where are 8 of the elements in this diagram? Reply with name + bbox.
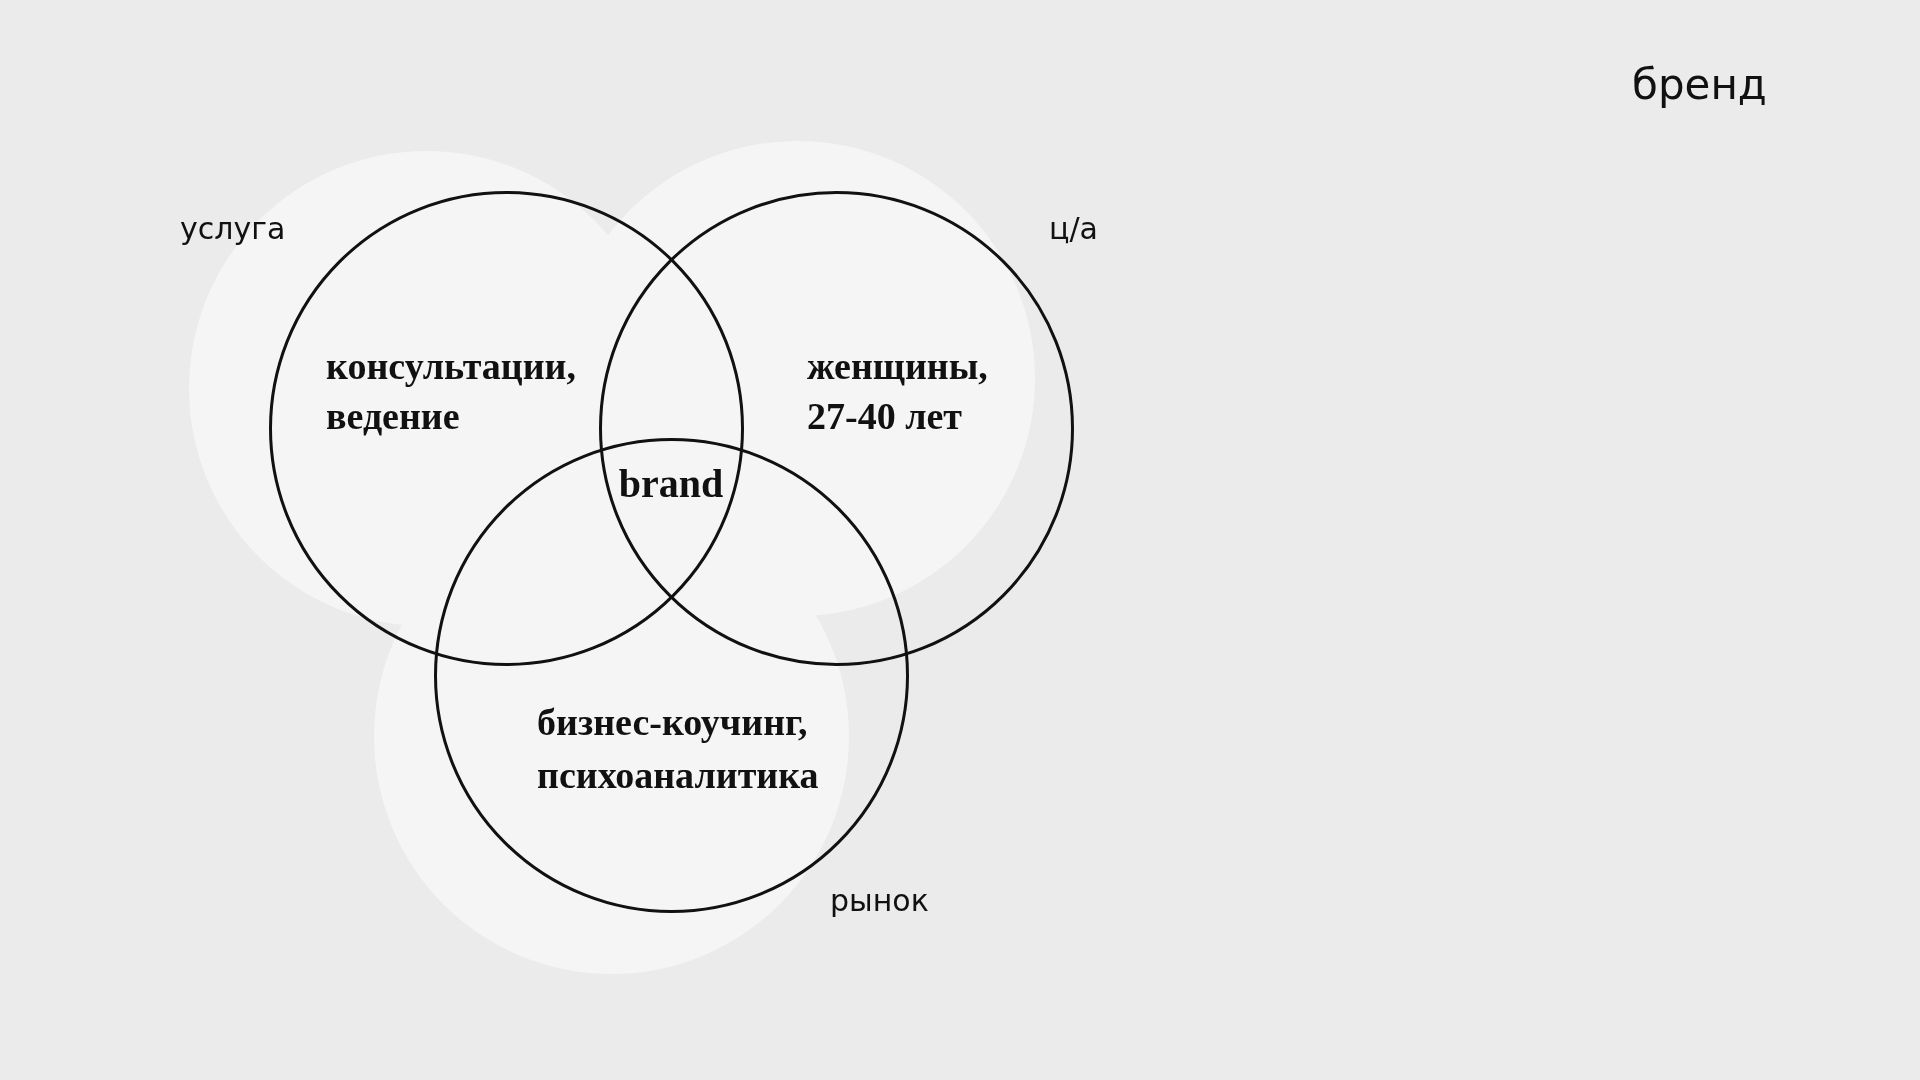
set-name: рынок [830, 886, 929, 916]
set-name: ц/а [1049, 214, 1098, 244]
center-label: brand [618, 464, 724, 504]
circle-text: женщины, 27-40 лет [807, 344, 989, 439]
set-name: услуга [180, 214, 286, 244]
circle-text: консультации, ведение [326, 344, 577, 439]
circle-text: бизнес-коучинг, психоаналитика [537, 700, 820, 798]
title-text: бренд [1632, 64, 1767, 106]
